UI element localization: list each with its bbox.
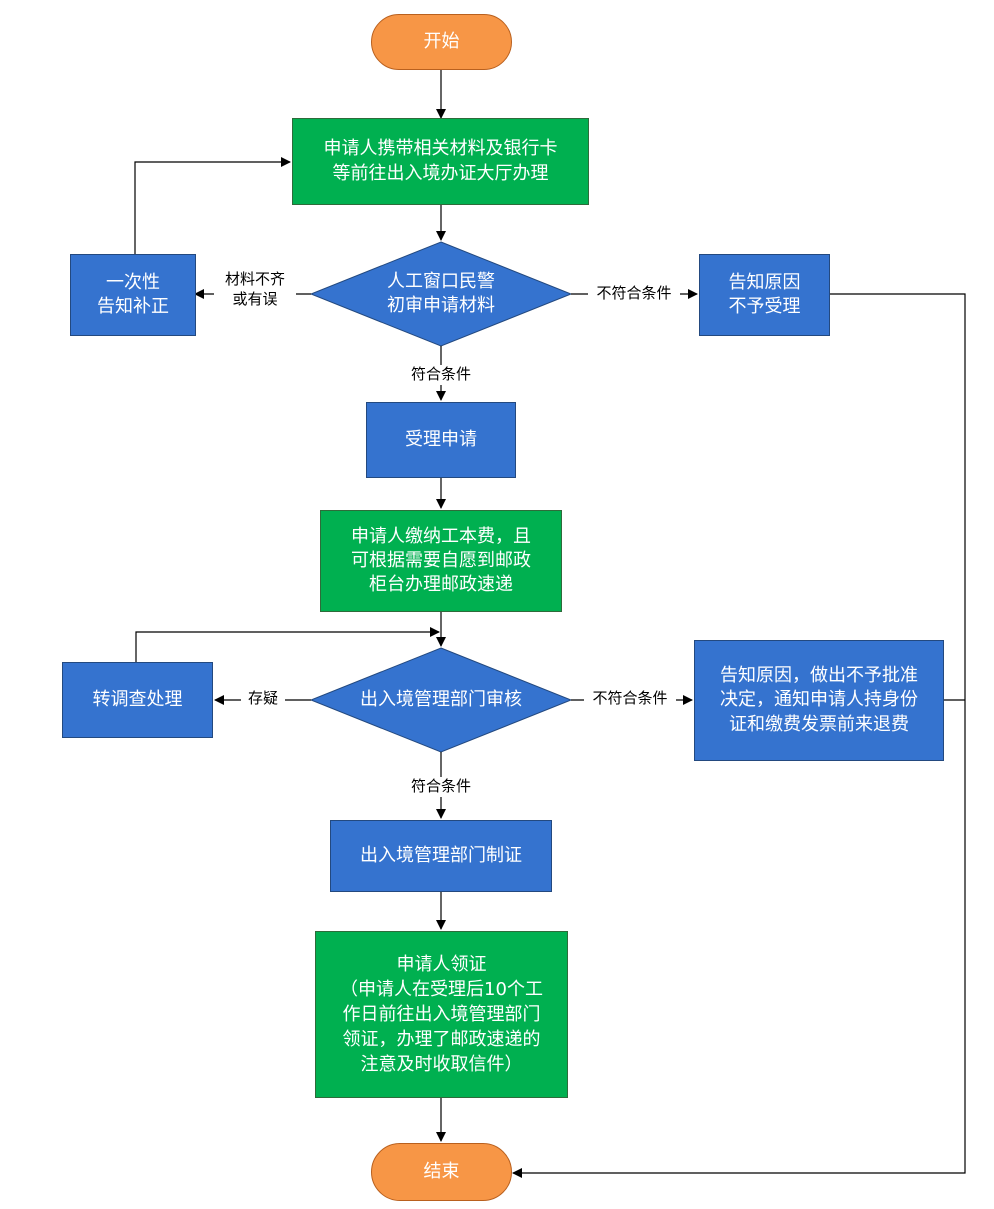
pay-line1: 申请人缴纳工本费，且 xyxy=(351,525,531,547)
review1-text: 人工窗口民警 初审申请材料 xyxy=(341,262,541,326)
review2-label: 出入境管理部门审核 xyxy=(360,688,522,710)
edge-correction-step1 xyxy=(134,157,291,254)
start-label: 开始 xyxy=(423,30,460,52)
correction-node: 一次性 告知补正 xyxy=(70,254,196,336)
make-cert-label: 出入境管理部门制证 xyxy=(360,844,522,866)
reject1-line1: 告知原因 xyxy=(728,271,801,293)
correction-line1: 一次性 xyxy=(106,271,160,293)
reject1-line2: 不予受理 xyxy=(728,296,801,317)
label-materials-incomplete: 材料不齐 或有误 xyxy=(214,270,296,309)
collect-line2: （申请人在受理后10个工 xyxy=(340,978,543,1000)
step1-line1: 申请人携带相关材料及银行卡 xyxy=(323,138,558,160)
end-node: 结束 xyxy=(371,1143,512,1201)
reject2-line3: 证和缴费发票前来退费 xyxy=(729,713,909,735)
materials-line1: 材料不齐 xyxy=(224,270,285,288)
collect-line4: 领证，办理了邮政速递的 xyxy=(342,1029,541,1051)
pay-line3: 柜台办理邮政速递 xyxy=(369,574,513,596)
label-doubt: 存疑 xyxy=(241,689,285,709)
end-label: 结束 xyxy=(423,1160,460,1182)
label-not-eligible-2: 不符合条件 xyxy=(584,689,676,709)
investigate-node: 转调查处理 xyxy=(62,662,213,738)
investigate-label: 转调查处理 xyxy=(92,688,183,710)
doubt-text: 存疑 xyxy=(247,689,278,707)
accept-node: 受理申请 xyxy=(366,402,516,478)
correction-line2: 告知补正 xyxy=(97,296,169,317)
review1-line1: 人工窗口民警 xyxy=(387,270,495,292)
reject2-line1: 告知原因，做出不予批准 xyxy=(720,665,918,687)
reject2-line2: 决定，通知申请人持身份 xyxy=(720,689,918,711)
edge-reject1-end xyxy=(512,293,966,1178)
collect-node: 申请人领证 （申请人在受理后10个工 作日前往出入境管理部门 领证，办理了邮政速… xyxy=(315,931,568,1098)
reject2-node: 告知原因，做出不予批准 决定，通知申请人持身份 证和缴费发票前来退费 xyxy=(694,640,944,761)
collect-line1: 申请人领证 xyxy=(396,953,487,975)
start-node: 开始 xyxy=(371,14,512,70)
step1-node: 申请人携带相关材料及银行卡 等前往出入境办证大厅办理 xyxy=(292,118,589,205)
not-eligible-1-text: 不符合条件 xyxy=(596,284,672,302)
eligible-2-text: 符合条件 xyxy=(410,777,471,795)
collect-line5: 注意及时收取信件） xyxy=(360,1054,523,1076)
label-eligible-1: 符合条件 xyxy=(401,365,481,385)
reject1-node: 告知原因 不予受理 xyxy=(699,254,830,336)
label-eligible-2: 符合条件 xyxy=(401,777,481,797)
not-eligible-2-text: 不符合条件 xyxy=(592,689,668,707)
review2-text: 出入境管理部门审核 xyxy=(331,680,551,720)
edge-investigate-loop xyxy=(135,627,440,662)
pay-node: 申请人缴纳工本费，且 可根据需要自愿到邮政 柜台办理邮政速递 xyxy=(320,510,562,612)
pay-line2: 可根据需要自愿到邮政 xyxy=(351,549,531,571)
step1-line2: 等前往出入境办证大厅办理 xyxy=(332,162,549,184)
eligible-1-text: 符合条件 xyxy=(410,365,471,383)
materials-line2: 或有误 xyxy=(232,289,278,308)
label-not-eligible-1: 不符合条件 xyxy=(588,284,680,304)
make-cert-node: 出入境管理部门制证 xyxy=(330,820,552,892)
accept-label: 受理申请 xyxy=(405,428,477,450)
review1-line2: 初审申请材料 xyxy=(387,295,495,316)
collect-line3: 作日前往出入境管理部门 xyxy=(342,1003,541,1025)
